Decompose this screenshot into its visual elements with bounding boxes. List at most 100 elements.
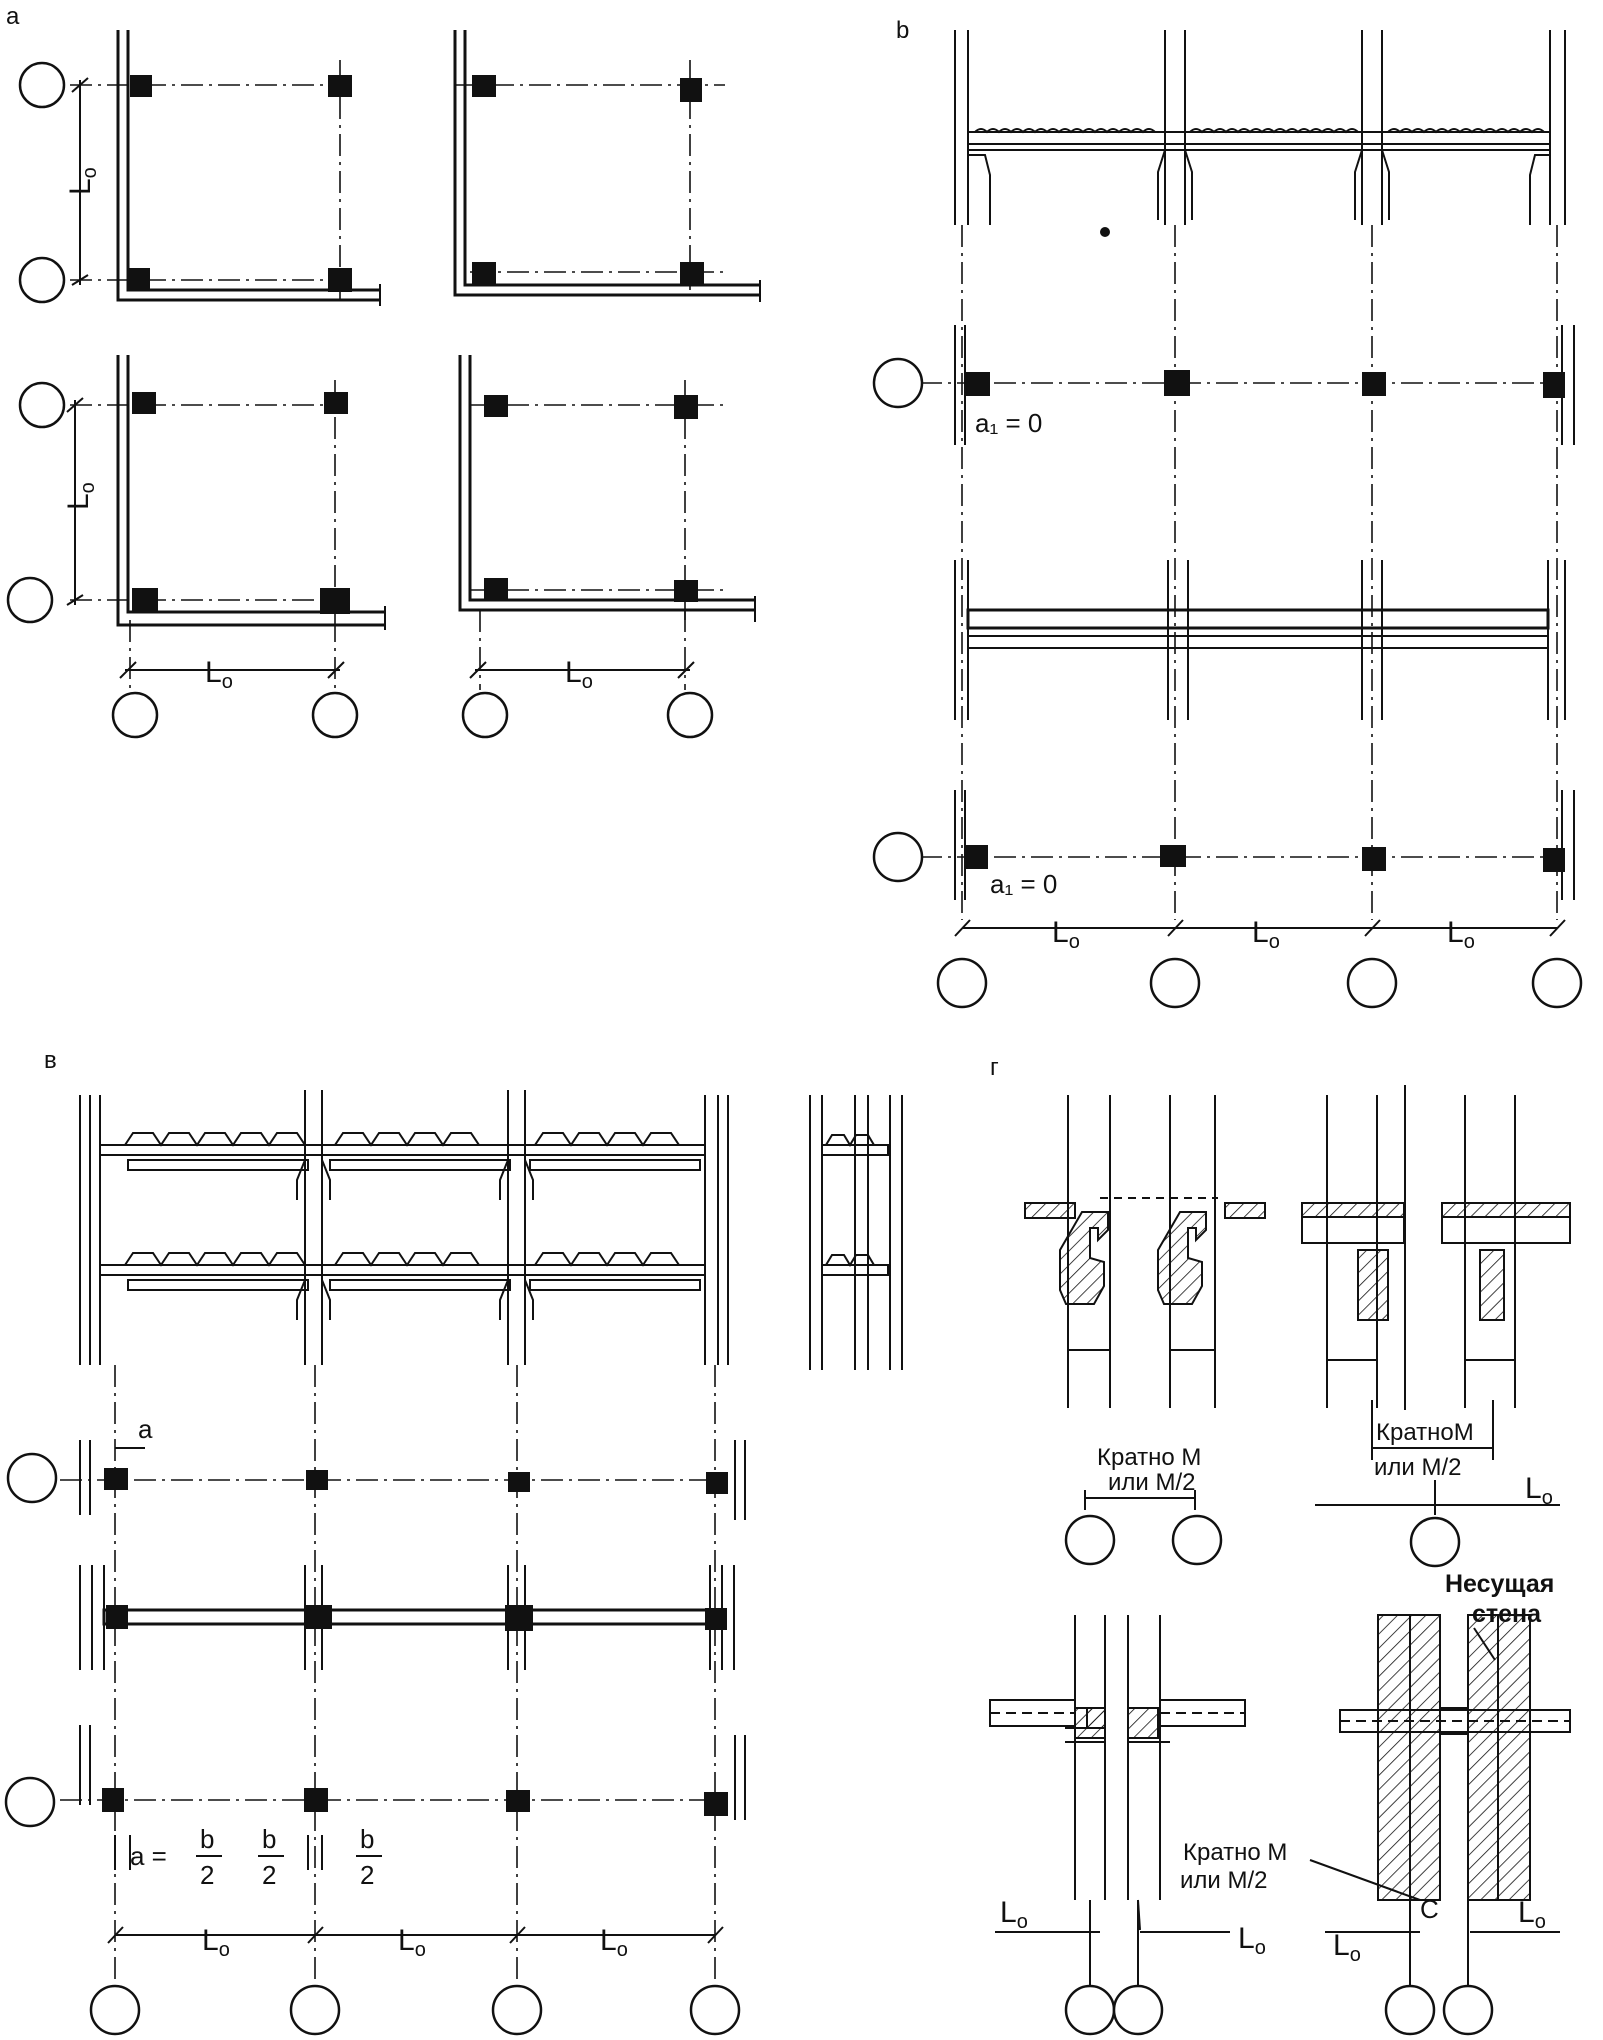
axis-bubble [4,1776,56,1828]
panel-a: а [6,3,761,739]
column-square [324,392,348,414]
row-b-2: a₁ = 0 [872,790,1575,900]
axis-bubble [289,1984,341,2036]
axis-bubble [666,691,714,739]
axis-bubble [689,1984,741,2036]
column-square [304,1788,328,1812]
dim-label-L0: Lo [202,1924,230,1961]
label-c: С [1420,1894,1439,1924]
column-square [1160,845,1186,867]
axis-bubble [872,831,924,883]
column-square [680,262,704,286]
svg-text:2: 2 [360,1860,374,1890]
column-square [328,75,352,97]
axis-bubble [936,957,988,1009]
section-v-middle [79,1565,735,1670]
axis-bubble [1409,1516,1461,1568]
section-b-middle [954,560,1566,720]
column-square [472,75,496,97]
panel-v: в [4,1047,903,2036]
svg-text:2: 2 [200,1860,214,1890]
label-nesushchaya: Несущая [1445,1570,1554,1598]
axis-bubble [89,1984,141,2036]
dim-label-L0: Lo [1518,1896,1546,1933]
axis-bubble [1112,1984,1164,2036]
dim-label-L0: Lo [565,656,593,693]
label-kratnom: КратноМ [1376,1419,1474,1446]
dim-label-L0: Lo [64,167,101,195]
dim-label-L0: Lo [1052,916,1080,953]
axis-bubble [18,61,66,109]
axis-bubble [6,1452,58,1504]
column-square [964,845,988,869]
column-square [506,1790,530,1812]
detail-g-corbel [1024,1095,1266,1408]
panel-v-label: в [44,1047,57,1074]
frame-a-top-left [70,30,381,306]
column-square [1362,847,1386,871]
axis-bubble [1149,957,1201,1009]
panel-b-label: b [896,17,909,44]
label-ili-m2: или М/2 [1374,1454,1462,1481]
column-square [328,268,352,292]
column-square [472,262,496,284]
panel-a-label: а [6,3,20,30]
row-v-2 [4,1725,746,1828]
label-kratno-m: Кратно М [1183,1839,1287,1866]
panel-g-label: г [990,1054,999,1081]
column-square [484,395,508,417]
column-square [508,1472,530,1492]
frame-a-bottom-right [458,355,756,690]
column-square [484,578,508,600]
dim-label-L0: Lo [1000,1896,1028,1933]
label-stena: стена [1472,1600,1542,1628]
detail-g-slab [989,1615,1246,1900]
column-square [505,1605,533,1631]
panel-g: г [989,1054,1571,2036]
axis-bubble [18,256,66,304]
column-square [106,1605,128,1629]
dim-label-L0: Lo [1525,1472,1553,1509]
dim-label-L0: Lo [600,1924,628,1961]
column-square [102,1788,124,1812]
annotation-b-half: a = b 2 b 2 b 2 [114,1824,382,1890]
column-square [1543,848,1565,872]
axis-bubble [1384,1984,1436,2036]
column-square [1362,372,1386,396]
dot-marker [1100,227,1110,237]
axis-bubble [1442,1984,1494,2036]
column-square [104,1468,128,1490]
detail-g-column [1301,1085,1571,1410]
frame-a-top-right [453,30,761,302]
dim-label-L0: Lo [1333,1929,1361,1966]
label-a1-zero: a₁ = 0 [975,408,1042,438]
axis-bubble [491,1984,543,2036]
svg-text:2: 2 [262,1860,276,1890]
axis-bubble [111,691,159,739]
column-square [128,268,150,290]
column-square [704,1792,728,1816]
label-ili-m2: или М/2 [1180,1867,1268,1894]
label-a: a [138,1414,153,1444]
row-b-1: a₁ = 0 [872,325,1575,445]
column-square [130,75,152,97]
section-v-top [79,1090,729,1365]
axis-bubble [461,691,509,739]
column-square [680,78,702,102]
svg-text:b: b [360,1824,374,1854]
svg-text:a =: a = [130,1841,167,1871]
column-square [705,1608,727,1630]
dim-label-L0: Lo [62,482,99,510]
row-v-1: a [6,1414,746,1520]
dim-label-L0: Lo [205,656,233,693]
section-b-top [954,30,1566,237]
column-square [132,588,158,612]
axis-bubble [872,357,924,409]
column-square [304,1605,332,1629]
column-square [1164,370,1190,396]
column-square [966,372,990,396]
detail-g-bearing-wall [1339,1614,1571,1901]
column-square [1543,372,1565,398]
dim-label-L0: Lo [1252,916,1280,953]
frame-a-bottom-left [70,355,386,690]
